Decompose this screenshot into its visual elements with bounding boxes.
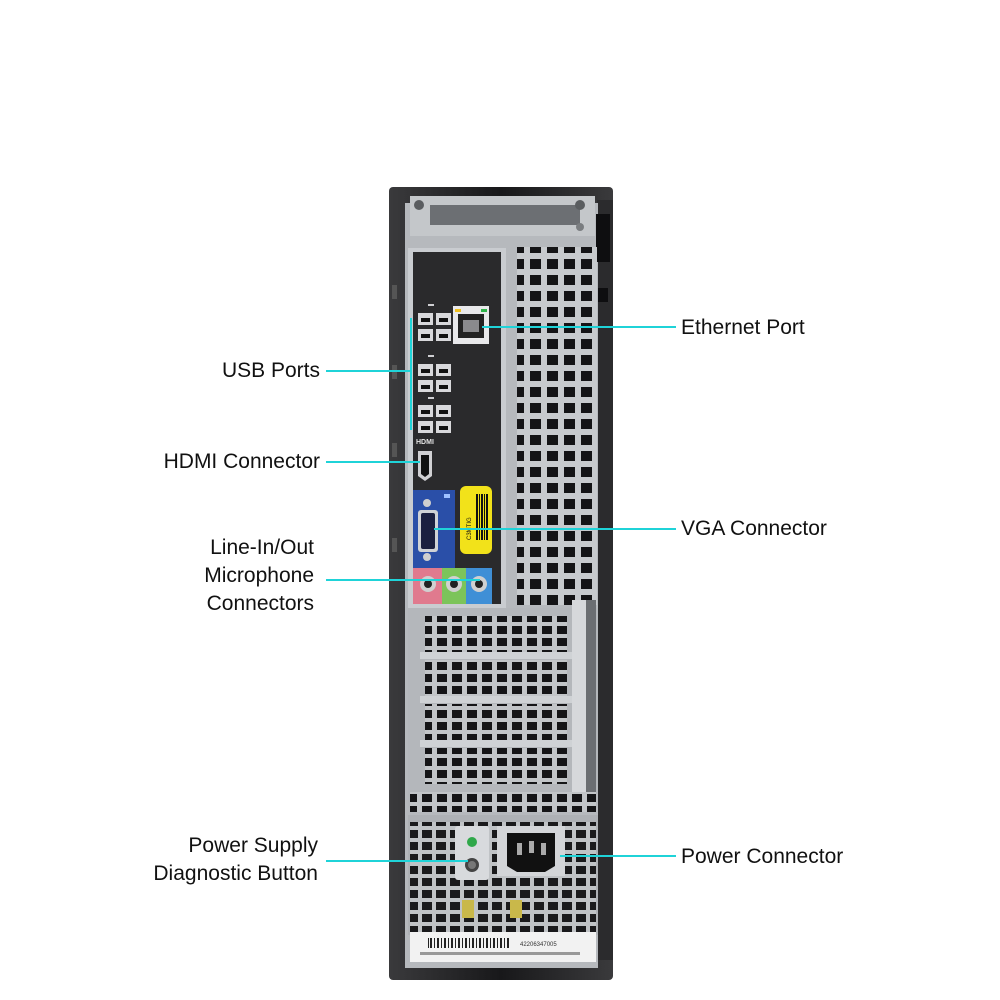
ventilation-grille bbox=[517, 247, 597, 605]
label-line-in-out-line1: Line-In/Out bbox=[210, 536, 314, 559]
ethernet-port bbox=[453, 306, 489, 344]
power-supply bbox=[408, 815, 598, 935]
label-power-supply-diagnostic: Power Supply Diagnostic Button bbox=[153, 832, 318, 888]
label-hdmi-connector-text: HDMI Connector bbox=[163, 450, 320, 473]
label-power-supply-line2: Diagnostic Button bbox=[153, 862, 318, 885]
hdmi-text: HDMI bbox=[416, 439, 434, 446]
hdmi-port: HDMI bbox=[416, 439, 434, 481]
label-power-supply-line1: Power Supply bbox=[188, 834, 318, 857]
service-tag-sticker: C3MTIG bbox=[460, 486, 492, 554]
label-vga-connector: VGA Connector bbox=[681, 515, 827, 543]
callout-lines bbox=[326, 318, 676, 862]
bottom-serial-label: 42206347005 bbox=[410, 932, 596, 962]
usb-ports bbox=[418, 304, 451, 433]
expansion-slots bbox=[408, 600, 598, 812]
label-hdmi-connector: HDMI Connector bbox=[164, 448, 320, 476]
io-plate: HDMI C3MTIG bbox=[408, 248, 506, 608]
label-ethernet-port-text: Ethernet Port bbox=[681, 316, 805, 339]
label-line-in-out: Line-In/Out Microphone Connectors bbox=[204, 534, 314, 618]
psu-diagnostic-module bbox=[455, 826, 489, 880]
label-line-in-out-line3: Connectors bbox=[206, 592, 314, 615]
label-vga-connector-text: VGA Connector bbox=[681, 517, 827, 540]
label-usb-ports: USB Ports bbox=[222, 357, 320, 385]
label-line-in-out-line2: Microphone bbox=[204, 564, 314, 587]
label-power-connector-text: Power Connector bbox=[681, 845, 844, 868]
iec-power-connector bbox=[497, 826, 565, 876]
label-ethernet-port: Ethernet Port bbox=[681, 314, 805, 342]
label-power-connector: Power Connector bbox=[681, 843, 843, 871]
audio-jacks bbox=[413, 568, 492, 604]
label-usb-ports-text: USB Ports bbox=[221, 359, 320, 382]
bottom-serial-text: 42206347005 bbox=[520, 942, 557, 948]
